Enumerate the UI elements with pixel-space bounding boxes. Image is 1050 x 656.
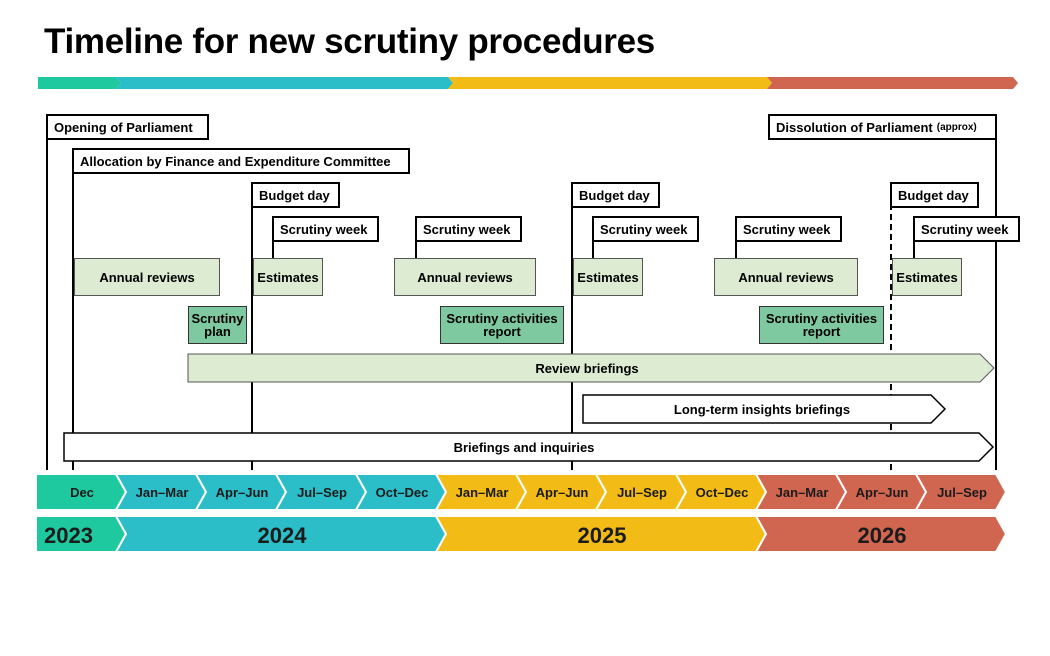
top-banner [38, 77, 1018, 89]
event-note: (approx) [936, 121, 977, 133]
quarter-label: Apr–Jun [856, 485, 909, 500]
event-label: Budget day [259, 187, 330, 203]
page-title: Timeline for new scrutiny procedures [44, 22, 655, 61]
event-allocation: Allocation by Finance and Expenditure Co… [72, 148, 410, 174]
activity-scrutiny-plan: Scrutiny plan [188, 306, 247, 344]
banner-segment-2026 [767, 77, 1018, 89]
quarter-label: Oct–Dec [376, 485, 429, 500]
event-label: Scrutiny week [280, 221, 368, 237]
stream-review-briefings-label: Review briefings [535, 361, 638, 376]
marker-line-scrutiny-week-2026 [913, 228, 915, 258]
quarter-label: Apr–Jun [536, 485, 589, 500]
activity-label: Estimates [257, 269, 319, 285]
quarter-label: Jan–Mar [776, 485, 829, 500]
event-dissolution-of-parliament: Dissolution of Parliament(approx) [768, 114, 997, 140]
activity-scrutiny-activities-report-2: Scrutiny activities report [759, 306, 884, 344]
banner-segment-2023 [38, 77, 121, 89]
event-opening-of-parliament: Opening of Parliament [46, 114, 209, 140]
activity-label: Annual reviews [417, 269, 513, 285]
event-scrutiny-week-2: Scrutiny week [415, 216, 522, 242]
event-scrutiny-week-5: Scrutiny week [913, 216, 1020, 242]
marker-line-scrutiny-week-2024b [415, 228, 417, 258]
activity-label: Estimates [896, 269, 958, 285]
event-scrutiny-week-4: Scrutiny week [735, 216, 842, 242]
marker-line-scrutiny-week-2024 [272, 228, 274, 258]
event-scrutiny-week-3: Scrutiny week [592, 216, 699, 242]
activity-label: Annual reviews [738, 269, 834, 285]
event-label: Budget day [898, 187, 969, 203]
stream-briefings-inquiries [63, 432, 995, 462]
quarter-label: Jan–Mar [456, 485, 509, 500]
event-label: Budget day [579, 187, 650, 203]
marker-line-budget-2026 [890, 194, 892, 470]
banner-segment-2025 [448, 77, 772, 89]
marker-line-scrutiny-week-2025b [735, 228, 737, 258]
activity-label: Scrutiny activities report [765, 311, 878, 339]
quarter-label: Dec [70, 485, 94, 500]
activity-label: Scrutiny plan [191, 311, 244, 339]
event-budget-day-2026: Budget day [890, 182, 979, 208]
year-label: 2024 [258, 523, 308, 548]
stream-long-term-insights-label: Long-term insights briefings [674, 402, 850, 417]
quarter-segment [914, 473, 1008, 511]
activity-annual-reviews-1: Annual reviews [74, 258, 220, 296]
marker-line-opening [46, 126, 48, 470]
year-bar: 2023 2024 2025 2026 [35, 515, 1008, 553]
activity-estimates-1: Estimates [253, 258, 323, 296]
event-label: Dissolution of Parliament [776, 119, 933, 135]
activity-estimates-2: Estimates [573, 258, 643, 296]
quarter-label: Oct–Dec [696, 485, 749, 500]
event-label: Scrutiny week [423, 221, 511, 237]
quarter-bar: Dec Jan–Mar Apr–Jun Jul–Sep Oct–Dec Jan–Mar Ap… [35, 473, 1008, 511]
event-label: Opening of Parliament [54, 119, 193, 135]
banner-segment-2024 [116, 77, 453, 89]
quarter-label: Jul–Sep [937, 485, 987, 500]
quarter-label: Jul–Sep [617, 485, 667, 500]
event-label: Allocation by Finance and Expenditure Co… [80, 153, 391, 169]
activity-annual-reviews-3: Annual reviews [714, 258, 858, 296]
marker-line-budget-2024 [251, 194, 253, 470]
quarter-label: Apr–Jun [216, 485, 269, 500]
activity-label: Scrutiny activities report [446, 311, 558, 339]
year-label: 2023 [44, 523, 93, 548]
activity-estimates-3: Estimates [892, 258, 962, 296]
event-budget-day-2024: Budget day [251, 182, 340, 208]
activity-label: Annual reviews [99, 269, 195, 285]
event-label: Scrutiny week [921, 221, 1009, 237]
marker-line-budget-2025 [571, 194, 573, 470]
year-label: 2025 [578, 523, 627, 548]
stream-briefings-inquiries-label: Briefings and inquiries [454, 440, 595, 455]
marker-line-dissolution [995, 126, 997, 470]
marker-line-allocation [72, 160, 74, 470]
activity-scrutiny-activities-report-1: Scrutiny activities report [440, 306, 564, 344]
event-label: Scrutiny week [743, 221, 831, 237]
marker-line-scrutiny-week-2025 [592, 228, 594, 258]
event-budget-day-2025: Budget day [571, 182, 660, 208]
year-label: 2026 [858, 523, 907, 548]
year-segment [754, 515, 1008, 553]
event-label: Scrutiny week [600, 221, 688, 237]
stream-long-term-insights [582, 394, 947, 424]
stream-review-briefings [187, 353, 995, 383]
event-scrutiny-week-1: Scrutiny week [272, 216, 379, 242]
activity-annual-reviews-2: Annual reviews [394, 258, 536, 296]
quarter-label: Jan–Mar [136, 485, 189, 500]
quarter-label: Jul–Sep [297, 485, 347, 500]
activity-label: Estimates [577, 269, 639, 285]
